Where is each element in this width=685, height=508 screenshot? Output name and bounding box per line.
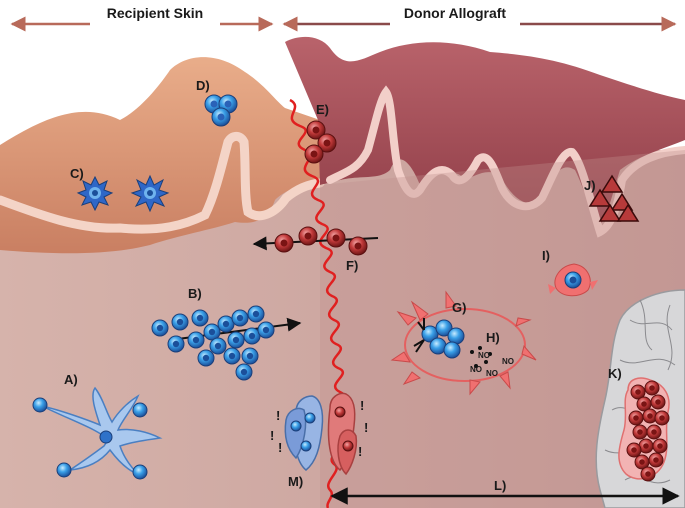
inflammation-focus-gh — [390, 290, 537, 396]
cell-nucleus — [647, 413, 653, 419]
cell-nucleus — [639, 459, 645, 465]
label-e: E) — [316, 102, 329, 117]
no-label-2: NO — [502, 357, 514, 366]
migrating-cells-b — [151, 305, 275, 381]
no-label-4: NO — [486, 369, 498, 378]
cluster-e — [304, 120, 337, 164]
cell-nucleus — [232, 336, 240, 344]
triangles-j — [588, 174, 640, 222]
label-i: I) — [542, 248, 550, 263]
cell-nucleus — [236, 314, 244, 322]
cell-nucleus — [643, 443, 649, 449]
cell-nucleus — [248, 332, 256, 340]
cell-nucleus — [651, 429, 657, 435]
cell-nucleus — [252, 310, 260, 318]
cell-nucleus — [192, 336, 200, 344]
no-label-1: NO — [478, 351, 490, 360]
cell-nucleus — [262, 326, 270, 334]
recipient-skin-header: Recipient Skin — [107, 5, 203, 21]
cell-nucleus — [635, 389, 641, 395]
no-label-3: NO — [470, 365, 482, 374]
cell-nucleus — [196, 314, 204, 322]
cell-nucleus — [645, 471, 651, 477]
exclaim-3: ! — [278, 440, 282, 455]
dendritic-cell-a — [32, 386, 163, 480]
cell-nucleus — [659, 415, 665, 421]
cell-nucleus — [208, 328, 216, 336]
donor-basement-membrane — [326, 85, 685, 238]
cell-nucleus — [649, 385, 655, 391]
cell-nucleus — [222, 320, 230, 328]
exclaim-6: ! — [358, 444, 362, 459]
cells-g — [413, 318, 465, 359]
label-b: B) — [188, 286, 202, 301]
cell-nucleus — [657, 443, 663, 449]
label-a: A) — [64, 372, 78, 387]
recipient-basement-membrane — [0, 131, 325, 234]
cell-i — [548, 263, 598, 297]
nitric-oxide-h: NO NO NO NO — [470, 346, 514, 378]
recipient-header-bg — [90, 4, 220, 26]
cell-nucleus — [633, 415, 639, 421]
label-f: F) — [346, 258, 358, 273]
cell-nucleus — [202, 354, 210, 362]
exclaim-2: ! — [270, 428, 274, 443]
cell-nucleus — [172, 340, 180, 348]
exclaim-1: ! — [276, 408, 280, 423]
donor-header-bg — [390, 4, 520, 26]
cells-m: ! ! ! ! ! ! — [270, 392, 368, 476]
cell-nucleus — [228, 352, 236, 360]
cell-nucleus — [637, 429, 643, 435]
exclaim-4: ! — [360, 398, 364, 413]
label-m: M) — [288, 474, 303, 489]
cell-nucleus — [156, 324, 164, 332]
donor-allograft-header: Donor Allograft — [404, 5, 506, 21]
label-k: K) — [608, 366, 622, 381]
cell-nucleus — [653, 457, 659, 463]
cell-nucleus — [240, 368, 248, 376]
cell-nucleus — [631, 447, 637, 453]
donor-dermis-tint — [320, 150, 685, 508]
migrating-cells-f — [274, 226, 368, 256]
label-h: H) — [486, 330, 500, 345]
label-j: J) — [584, 178, 596, 193]
exclaim-5: ! — [364, 420, 368, 435]
cell-nucleus — [246, 352, 254, 360]
cell-nucleus — [641, 401, 647, 407]
cluster-d — [204, 94, 238, 127]
label-d: D) — [196, 78, 210, 93]
label-l: L) — [494, 478, 506, 493]
cell-nucleus — [655, 399, 661, 405]
recipient-epidermis — [0, 57, 320, 254]
cell-nucleus — [214, 342, 222, 350]
label-g: G) — [452, 300, 466, 315]
cell-nucleus — [176, 318, 184, 326]
red-cells-k — [626, 380, 670, 482]
label-c: C) — [70, 166, 84, 181]
langerhans-cells-c — [76, 174, 170, 213]
